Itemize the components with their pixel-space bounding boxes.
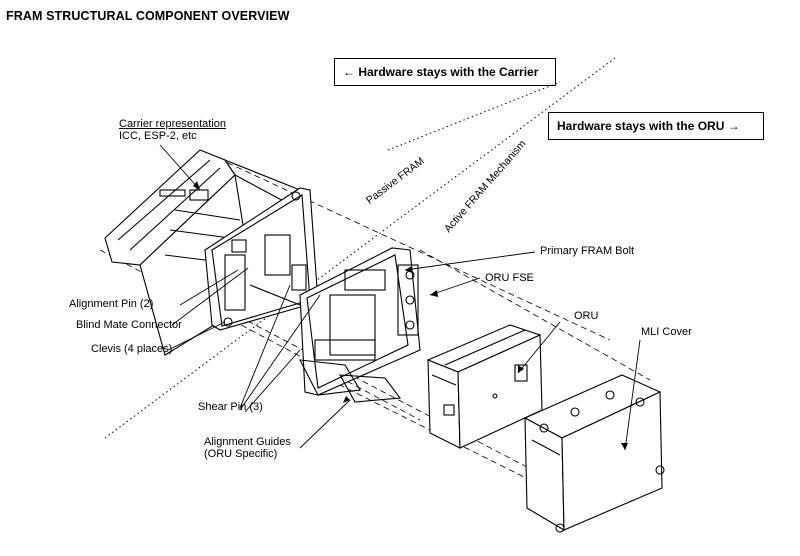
oru-drawing (426, 324, 543, 449)
clevis-label: Clevis (4 places) (91, 343, 173, 355)
carrier-divider-line (387, 81, 561, 151)
alignment-guides-sub-label: (ORU Specific) (204, 448, 278, 460)
alignment-guides-label: Alignment Guides (204, 436, 291, 448)
primary-fram-bolt-label: Primary FRAM Bolt (540, 245, 635, 257)
active-fram-drawing (299, 247, 421, 403)
carrier-representation-label: Carrier representation (119, 118, 226, 130)
oru-label: ORU (574, 310, 599, 322)
oru-hardware-box: Hardware stays with the ORU → (548, 112, 764, 140)
carrier-hardware-box: ← Hardware stays with the Carrier (334, 58, 556, 86)
mli-cover-drawing (523, 374, 665, 533)
shear-pin-label: Shear Pin (3) (198, 401, 263, 413)
mli-cover-label: MLI Cover (641, 326, 692, 338)
blind-mate-connector-label: Blind Mate Connector (76, 319, 182, 331)
oru-fse-label: ORU FSE (485, 272, 534, 284)
carrier-examples-label: ICC, ESP-2, etc (119, 130, 197, 142)
alignment-pin-label: Alignment Pin (2) (69, 298, 154, 310)
page-title: FRAM STRUCTURAL COMPONENT OVERVIEW (6, 9, 290, 23)
leader-lines (159, 144, 641, 451)
